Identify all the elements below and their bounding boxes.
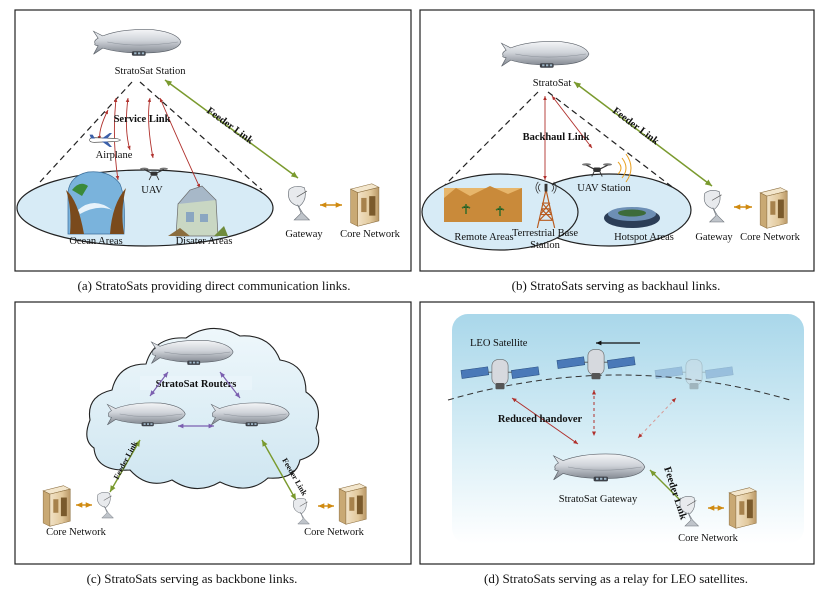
caption-a: (a) StratoSats providing direct communic… xyxy=(78,278,351,293)
cloud-icon xyxy=(86,327,320,490)
remote-areas-label: Remote Areas xyxy=(454,232,513,243)
desert-icon xyxy=(444,186,522,222)
leo-satellite-label: LEO Satellite xyxy=(470,338,528,349)
uav-station-label: UAV Station xyxy=(577,183,631,194)
hotspot-areas-label: Hotspot Areas xyxy=(614,232,674,243)
panel-b: StratoSat Backhaul Link Feeder Link Remo… xyxy=(419,9,815,272)
stratosat-station-label: StratoSat Station xyxy=(115,66,187,77)
core-network-label-b: Core Network xyxy=(740,232,801,243)
terrestrial-label-2: Station xyxy=(530,240,561,251)
panel-d: LEO Satellite Reduced handover StratoSat… xyxy=(419,301,815,565)
caption-b: (b) StratoSats serving as backhaul links… xyxy=(512,278,721,293)
caption-d: (d) StratoSats serving as a relay for LE… xyxy=(484,571,748,586)
terrestrial-label-1: Terrestrial Base xyxy=(512,228,578,239)
core-network-label-a: Core Network xyxy=(340,229,401,240)
panel-c: StratoSat Routers Feeder Link Core Netwo… xyxy=(14,301,412,565)
server-icon xyxy=(759,187,788,229)
airplane-label: Airplane xyxy=(96,150,133,161)
orbit-path xyxy=(447,374,791,401)
service-link-label: Service Link xyxy=(114,114,171,125)
caption-c: (c) StratoSats serving as backbone links… xyxy=(87,571,298,586)
signal-icon xyxy=(617,153,632,183)
server-icon xyxy=(42,485,71,527)
stratosat-routers-label: StratoSat Routers xyxy=(156,379,237,390)
stratosat-label-b: StratoSat xyxy=(533,78,572,89)
stadium-icon xyxy=(604,207,660,228)
ocean-icon xyxy=(66,171,126,235)
panel-a: StratoSat Station Service Link Feeder Li… xyxy=(14,9,412,272)
backhaul-link-label: Backhaul Link xyxy=(523,132,590,143)
core-network-label-c-left: Core Network xyxy=(46,527,107,538)
server-icon xyxy=(350,183,380,227)
stratosat-gateway-label: StratoSat Gateway xyxy=(559,494,638,505)
core-network-label-c-right: Core Network xyxy=(304,527,365,538)
core-network-label-d: Core Network xyxy=(678,533,739,544)
uav-label: UAV xyxy=(141,185,163,196)
ocean-areas-label: Ocean Areas xyxy=(69,236,122,247)
server-icon xyxy=(728,487,757,529)
gateway-label-a: Gateway xyxy=(285,229,323,240)
reduced-handover-label: Reduced handover xyxy=(498,414,583,425)
disaster-areas-label: Disater Areas xyxy=(176,236,233,247)
gateway-label-b: Gateway xyxy=(695,232,733,243)
disaster-icon xyxy=(168,185,228,237)
coverage-ellipse xyxy=(16,169,274,247)
server-icon xyxy=(338,483,367,525)
